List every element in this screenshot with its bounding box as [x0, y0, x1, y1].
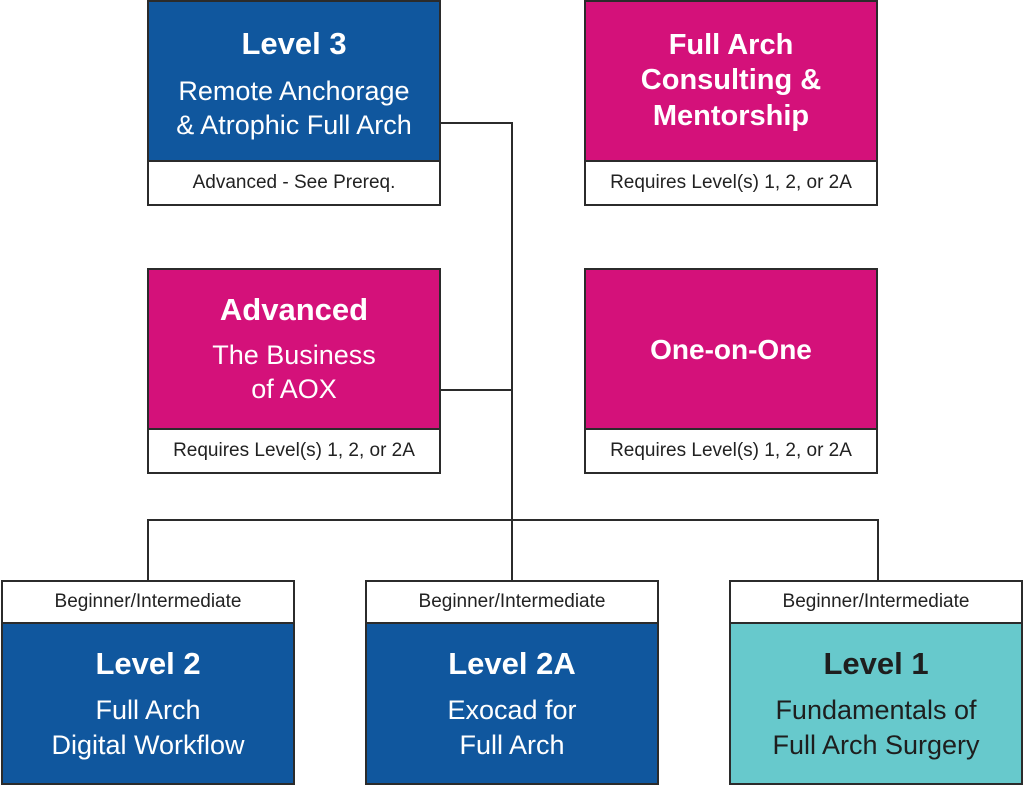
consulting-header: Full Arch Consulting & Mentorship [584, 0, 878, 162]
level3-header: Level 3 Remote Anchorage & Atrophic Full… [147, 0, 441, 162]
level1-subtitle-line2: Full Arch Surgery [772, 729, 980, 760]
level3-subtitle-line2: & Atrophic Full Arch [176, 110, 412, 141]
level3-card[interactable]: Level 3 Remote Anchorage & Atrophic Full… [147, 0, 441, 206]
one-on-one-header: One-on-One [584, 268, 878, 430]
level1-header: Level 1 Fundamentals of Full Arch Surger… [729, 624, 1023, 785]
one-on-one-caption: Requires Level(s) 1, 2, or 2A [584, 430, 878, 474]
connector-bottom-bus [147, 519, 879, 580]
level3-title: Level 3 [241, 26, 347, 62]
level2a-caption: Beginner/Intermediate [365, 580, 659, 624]
level1-card[interactable]: Beginner/Intermediate Level 1 Fundamenta… [729, 580, 1023, 785]
one-on-one-card[interactable]: One-on-One Requires Level(s) 1, 2, or 2A [584, 268, 878, 474]
connector-level3 [440, 122, 513, 580]
level2a-subtitle-line2: Full Arch [459, 729, 565, 760]
consulting-title-line2: Consulting & [640, 64, 822, 97]
advanced-subtitle-line1: The Business [212, 339, 376, 370]
advanced-title: Advanced [219, 292, 369, 328]
level2-title: Level 2 [95, 645, 201, 681]
level2a-header: Level 2A Exocad for Full Arch [365, 624, 659, 785]
level1-caption: Beginner/Intermediate [729, 580, 1023, 624]
level2a-subtitle-line1: Exocad for [447, 695, 577, 726]
advanced-subtitle-line2: of AOX [251, 374, 337, 405]
level2-caption: Beginner/Intermediate [1, 580, 295, 624]
level1-title: Level 1 [823, 645, 929, 681]
level2-subtitle-line1: Full Arch [95, 695, 201, 726]
level2-header: Level 2 Full Arch Digital Workflow [1, 624, 295, 785]
consulting-card[interactable]: Full Arch Consulting & Mentorship Requir… [584, 0, 878, 206]
level3-caption: Advanced - See Prereq. [147, 162, 441, 206]
consulting-title-line1: Full Arch [668, 28, 794, 61]
one-on-one-title: One-on-One [650, 333, 812, 365]
level3-subtitle-line1: Remote Anchorage [178, 75, 410, 106]
advanced-card[interactable]: Advanced The Business of AOX Requires Le… [147, 268, 441, 474]
consulting-title-line3: Mentorship [652, 99, 810, 132]
level2a-title: Level 2A [448, 645, 576, 681]
advanced-header: Advanced The Business of AOX [147, 268, 441, 430]
level2-subtitle-line2: Digital Workflow [51, 729, 245, 760]
consulting-caption: Requires Level(s) 1, 2, or 2A [584, 162, 878, 206]
level1-subtitle-line1: Fundamentals of [775, 695, 977, 726]
advanced-caption: Requires Level(s) 1, 2, or 2A [147, 430, 441, 474]
level2a-card[interactable]: Beginner/Intermediate Level 2A Exocad fo… [365, 580, 659, 785]
level2-card[interactable]: Beginner/Intermediate Level 2 Full Arch … [1, 580, 295, 785]
